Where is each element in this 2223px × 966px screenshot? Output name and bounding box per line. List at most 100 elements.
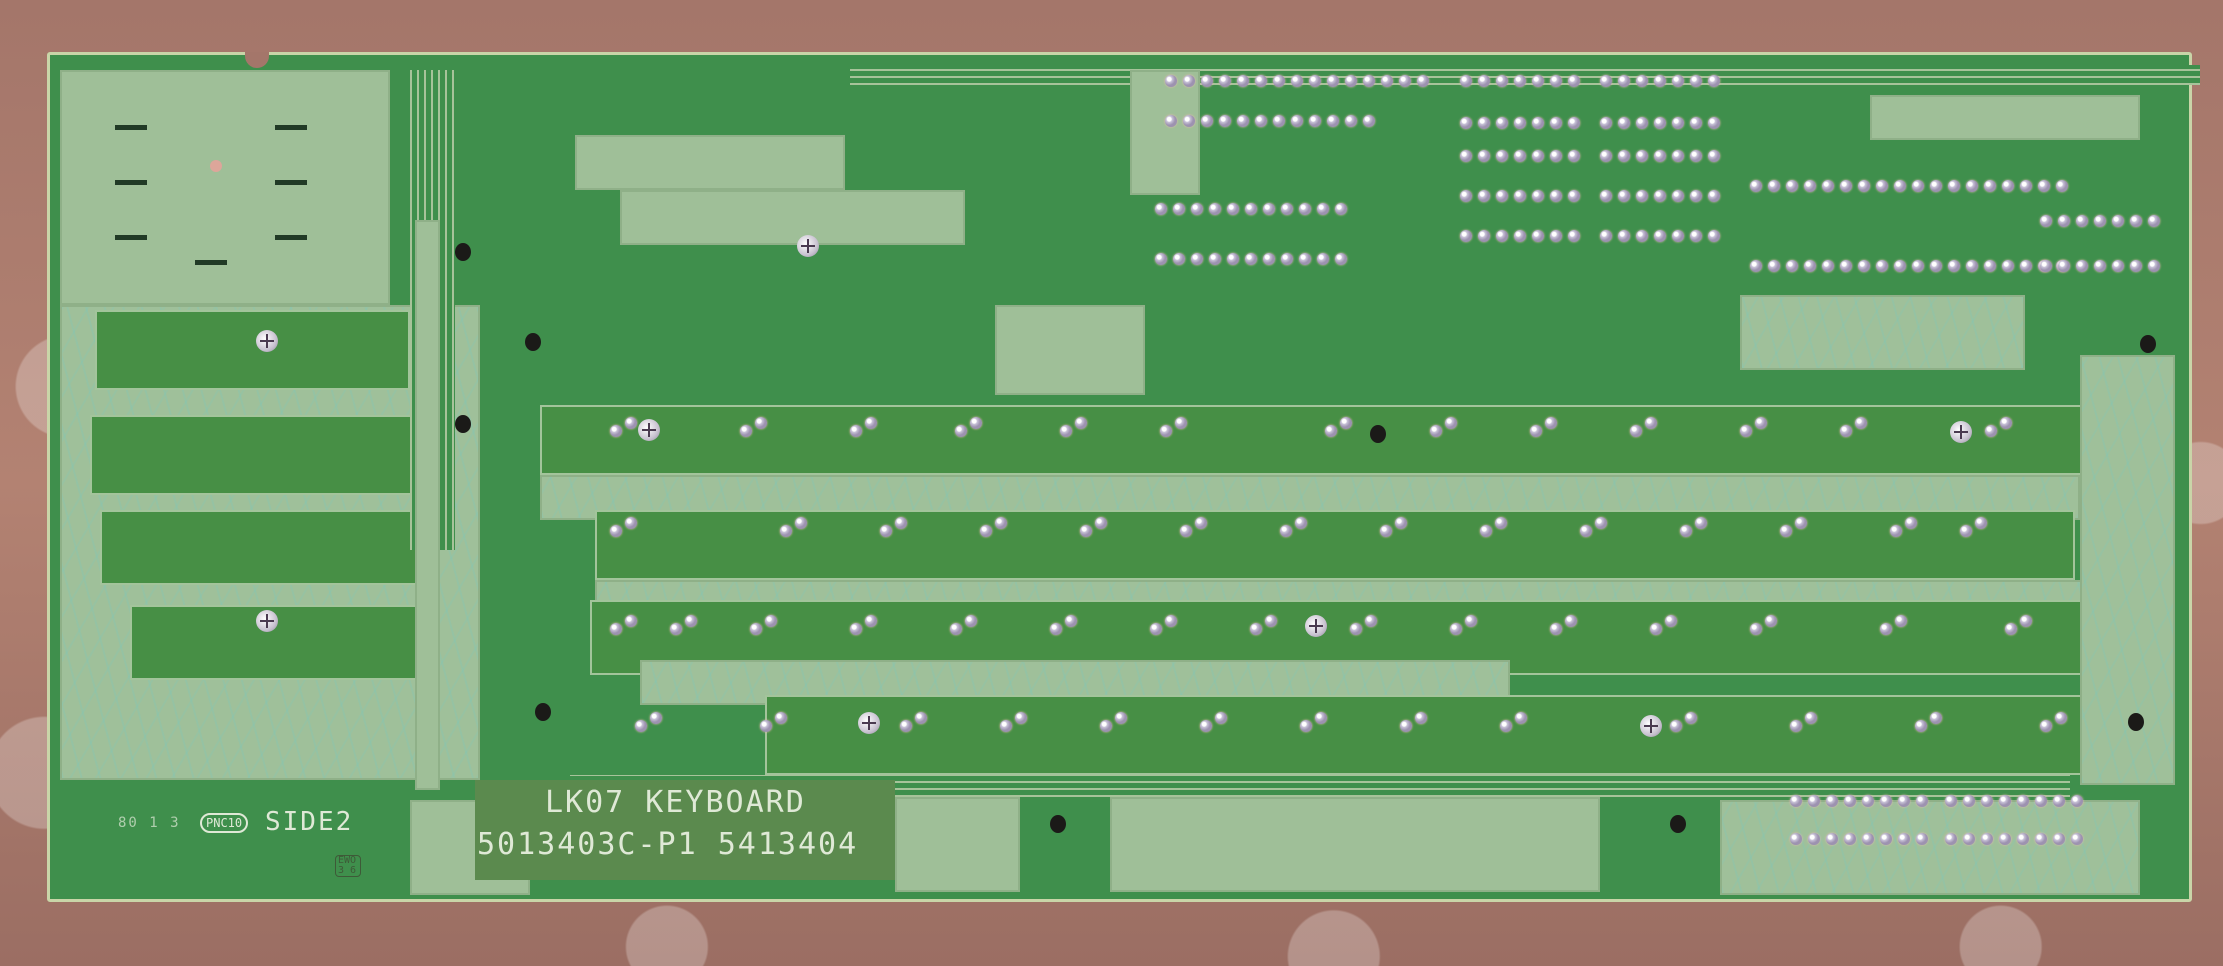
- ground-pour: [895, 797, 1020, 892]
- solder-pad: [1898, 833, 1910, 845]
- solder-pad: [1550, 117, 1562, 129]
- solder-pad: [2040, 215, 2052, 227]
- solder-pad: [1460, 230, 1472, 242]
- solder-pad: [1654, 190, 1666, 202]
- solder-pad: [1808, 795, 1820, 807]
- ic-footprint: [1750, 180, 2068, 192]
- solder-pad: [1496, 75, 1508, 87]
- solder-pad: [1636, 117, 1648, 129]
- slot: [275, 125, 307, 130]
- solder-pad: [1175, 417, 1187, 429]
- ic-footprint: [1750, 260, 2068, 272]
- solder-pad: [1981, 833, 1993, 845]
- solder-pad: [1880, 833, 1892, 845]
- solder-pad: [1636, 230, 1648, 242]
- solder-pad: [1905, 517, 1917, 529]
- solder-pad: [1281, 253, 1293, 265]
- solder-pad: [1804, 180, 1816, 192]
- solder-pad: [1568, 117, 1580, 129]
- solder-pad: [1600, 150, 1612, 162]
- solder-pad: [1280, 525, 1292, 537]
- solder-pad: [1750, 260, 1762, 272]
- solder-pad: [685, 615, 697, 627]
- solder-pad: [1740, 425, 1752, 437]
- solder-pad: [1645, 417, 1657, 429]
- ic-footprint: [1460, 117, 1580, 129]
- exposed-copper: [210, 160, 222, 172]
- key-row: [100, 510, 430, 585]
- solder-pad: [1695, 517, 1707, 529]
- solder-pad: [625, 417, 637, 429]
- solder-pad: [650, 712, 662, 724]
- ground-plane-top-left: [60, 70, 390, 305]
- solder-pad: [1160, 425, 1172, 437]
- solder-pad: [1768, 260, 1780, 272]
- solder-pad: [1050, 623, 1062, 635]
- solder-pad: [1496, 117, 1508, 129]
- ic-footprint: [1600, 75, 1720, 87]
- solder-pad: [1822, 180, 1834, 192]
- solder-pad: [2017, 795, 2029, 807]
- solder-pad: [1060, 425, 1072, 437]
- mounting-hole: [525, 333, 541, 351]
- solder-pad: [1380, 525, 1392, 537]
- solder-pad: [1183, 115, 1195, 127]
- solder-pad: [1399, 75, 1411, 87]
- solder-pad: [1480, 525, 1492, 537]
- solder-pad: [755, 417, 767, 429]
- ic-footprint: [1790, 833, 1928, 845]
- ground-pour: [620, 190, 965, 245]
- solder-pad: [1350, 623, 1362, 635]
- ic-footprint: [1945, 795, 2083, 807]
- solder-pad: [1255, 75, 1267, 87]
- ic-footprint: [1460, 190, 1580, 202]
- solder-pad: [1532, 150, 1544, 162]
- solder-pad: [2055, 712, 2067, 724]
- solder-pad: [1999, 833, 2011, 845]
- solder-pad: [635, 720, 647, 732]
- solder-pad: [1495, 517, 1507, 529]
- solder-pad: [780, 525, 792, 537]
- solder-pad: [2148, 215, 2160, 227]
- solder-pad: [1618, 75, 1630, 87]
- solder-pad: [1400, 720, 1412, 732]
- solder-pad: [1365, 615, 1377, 627]
- solder-pad: [1804, 260, 1816, 272]
- solder-pad: [1309, 115, 1321, 127]
- solder-pad: [1317, 203, 1329, 215]
- solder-pad: [1180, 525, 1192, 537]
- solder-pad: [1115, 712, 1127, 724]
- solder-pad: [1618, 230, 1630, 242]
- solder-pad: [1654, 117, 1666, 129]
- solder-pad: [2038, 180, 2050, 192]
- solder-pad: [1281, 203, 1293, 215]
- solder-pad: [1381, 75, 1393, 87]
- solder-pad: [1325, 425, 1337, 437]
- solder-pad: [1245, 253, 1257, 265]
- solder-pad: [1795, 517, 1807, 529]
- solder-pad: [965, 615, 977, 627]
- screw: [256, 610, 278, 632]
- solder-pad: [1790, 833, 1802, 845]
- solder-pad: [1750, 623, 1762, 635]
- solder-pad: [1690, 75, 1702, 87]
- solder-pad: [1300, 720, 1312, 732]
- mounting-hole: [455, 415, 471, 433]
- solder-pad: [1708, 230, 1720, 242]
- slot: [195, 260, 227, 265]
- solder-pad: [2020, 260, 2032, 272]
- ic-footprint: [1460, 230, 1580, 242]
- solder-pad: [2035, 833, 2047, 845]
- solder-pad: [900, 720, 912, 732]
- solder-pad: [2035, 795, 2047, 807]
- solder-pad: [1600, 117, 1612, 129]
- ground-pour: [1110, 797, 1600, 892]
- solder-pad: [1165, 75, 1177, 87]
- solder-pad: [2020, 615, 2032, 627]
- solder-pad: [1478, 117, 1490, 129]
- mounting-hole: [1670, 815, 1686, 833]
- solder-pad: [2076, 215, 2088, 227]
- solder-pad: [1000, 720, 1012, 732]
- solder-pad: [1963, 833, 1975, 845]
- solder-pad: [795, 517, 807, 529]
